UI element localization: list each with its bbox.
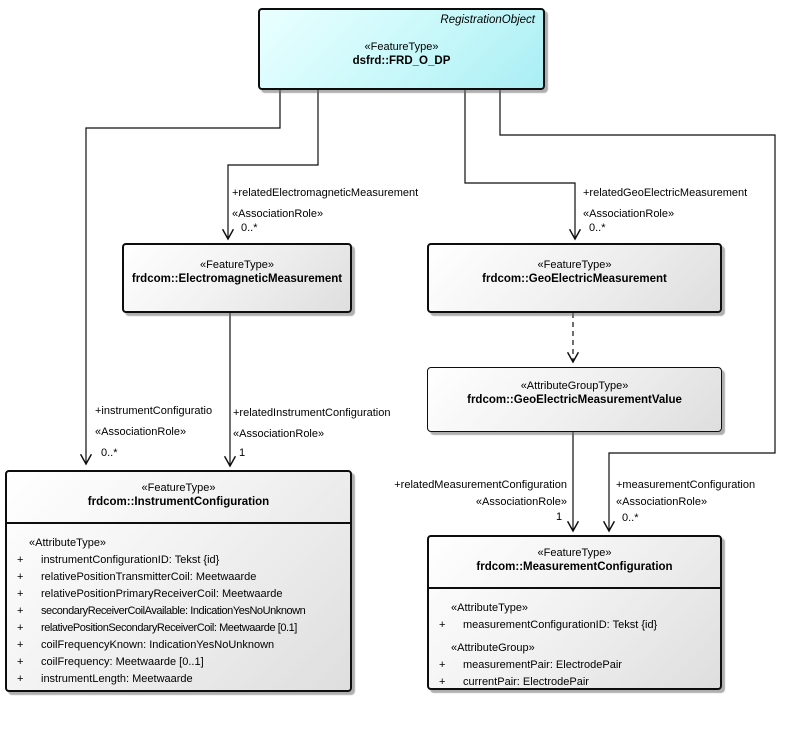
connector-label-measurement-configuration: +measurementConfiguration «AssociationRo… bbox=[616, 479, 756, 508]
multiplicity-related-measurement-configuration: 1 bbox=[556, 511, 563, 523]
attribute-row: + instrumentConfigurationID: Tekst {id} bbox=[17, 554, 220, 566]
compartment-divider bbox=[7, 522, 350, 524]
attribute-row: + currentPair: ElectrodePair bbox=[439, 676, 589, 688]
attribute-row: + coilFrequency: Meetwaarde [0..1] bbox=[17, 656, 204, 668]
class-geoelectric-measurement-value[interactable]: «AttributeGroupType» frdcom::GeoElectric… bbox=[427, 367, 722, 432]
association-frdodp-instrumentconfiguration[interactable] bbox=[79, 90, 281, 466]
attribute-type-header: «AttributeType» bbox=[451, 602, 529, 614]
multiplicity-related-geoelectric-measurement: 0..* bbox=[589, 222, 606, 234]
class-frd-o-dp[interactable]: RegistrationObject «FeatureType» dsfrd::… bbox=[258, 8, 545, 90]
class-geoelectric-measurement[interactable]: «FeatureType» frdcom::GeoElectricMeasure… bbox=[427, 243, 722, 313]
instrument-configuration-stereotype: «FeatureType» bbox=[141, 482, 216, 494]
measurement-configuration-attributes: «AttributeType» + measurementConfigurati… bbox=[429, 589, 720, 691]
instrument-configuration-name: frdcom::InstrumentConfiguration bbox=[87, 496, 270, 508]
registration-object-label: RegistrationObject bbox=[440, 14, 535, 26]
electromagnetic-measurement-name: frdcom::ElectromagneticMeasurement bbox=[131, 273, 343, 285]
compartment-divider bbox=[429, 587, 720, 589]
attribute-row: + measurementConfigurationID: Tekst {id} bbox=[439, 619, 658, 631]
geoelectric-measurement-value-stereotype: «AttributeGroupType» bbox=[520, 380, 629, 392]
association-frdodp-electromagneticmeasurement[interactable] bbox=[221, 90, 319, 241]
class-measurement-configuration[interactable]: «FeatureType» frdcom::MeasurementConfigu… bbox=[427, 535, 722, 690]
attribute-row: + instrumentLength: Meetwaarde bbox=[17, 673, 193, 685]
attribute-row: + relativePositionTransmitterCoil: Meetw… bbox=[17, 571, 257, 583]
class-electromagnetic-measurement[interactable]: «FeatureType» frdcom::ElectromagneticMea… bbox=[122, 243, 352, 313]
multiplicity-measurement-configuration: 0..* bbox=[622, 512, 639, 524]
geoelectric-measurement-name: frdcom::GeoElectricMeasurement bbox=[482, 273, 667, 285]
multiplicity-related-instrument-configuration: 1 bbox=[239, 447, 246, 459]
attribute-group-header: «AttributeGroup» bbox=[451, 642, 535, 654]
measurement-configuration-stereotype: «FeatureType» bbox=[537, 547, 612, 559]
connector-label-related-instrument-configuration: +relatedInstrumentConfiguration «Associa… bbox=[233, 407, 391, 440]
frd-o-dp-name: dsfrd::FRD_O_DP bbox=[352, 55, 451, 67]
multiplicity-related-electromagnetic-measurement: 0..* bbox=[241, 222, 258, 234]
instrument-configuration-attributes: «AttributeType» + instrumentConfiguratio… bbox=[7, 524, 350, 688]
connector-label-related-electromagnetic-measurement: +relatedElectromagneticMeasurement «Asso… bbox=[232, 187, 419, 220]
multiplicity-instrument-configuration: 0..* bbox=[101, 447, 118, 459]
geoelectric-measurement-stereotype: «FeatureType» bbox=[537, 259, 612, 271]
electromagnetic-measurement-stereotype: «FeatureType» bbox=[200, 259, 274, 271]
attribute-row: + secondaryReceiverCoilAvailable: Indica… bbox=[17, 605, 306, 617]
frd-o-dp-stereotype: «FeatureType» bbox=[364, 41, 439, 53]
attribute-row: + measurementPair: ElectrodePair bbox=[439, 659, 622, 671]
class-instrument-configuration[interactable]: «FeatureType» frdcom::InstrumentConfigur… bbox=[5, 470, 352, 692]
connector-label-related-geoelectric-measurement: +relatedGeoElectricMeasurement «Associat… bbox=[583, 187, 748, 220]
attribute-row: + relativePositionPrimaryReceiverCoil: M… bbox=[17, 588, 283, 600]
connector-label-related-measurement-configuration: +relatedMeasurementConfiguration «Associ… bbox=[394, 479, 567, 508]
association-frdodp-geoelectricmeasurement[interactable] bbox=[464, 90, 582, 241]
connector-label-instrument-configuration: +instrumentConfiguratio «AssociationRole… bbox=[95, 405, 213, 438]
geoelectric-measurement-value-name: frdcom::GeoElectricMeasurementValue bbox=[467, 394, 682, 406]
attribute-row: + relativePositionSecondaryReceiverCoil:… bbox=[17, 622, 297, 634]
association-frdodp-measurementconfiguration[interactable] bbox=[499, 90, 776, 533]
measurement-configuration-name: frdcom::MeasurementConfiguration bbox=[476, 561, 673, 573]
attribute-type-header: «AttributeType» bbox=[29, 537, 107, 549]
attribute-row: + coilFrequencyKnown: IndicationYesNoUnk… bbox=[17, 639, 275, 651]
